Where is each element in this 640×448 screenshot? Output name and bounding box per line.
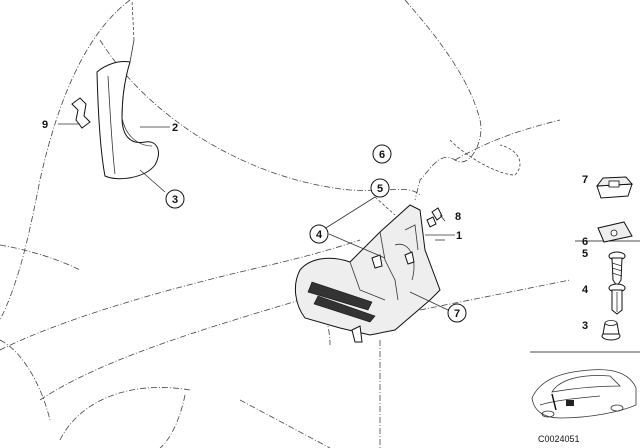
callout-circle-3: 3 xyxy=(165,189,185,209)
callout-5: 5 xyxy=(377,183,383,195)
callout-3: 3 xyxy=(172,194,178,206)
legend-label-6: 6 xyxy=(582,236,588,248)
callout-circle-6: 6 xyxy=(372,144,392,164)
callout-circle-4: 4 xyxy=(309,224,329,244)
push-clip-icon xyxy=(601,320,621,341)
main-trim-panel xyxy=(294,204,441,343)
document-code: C0024051 xyxy=(538,434,580,444)
callout-9: 9 xyxy=(42,119,48,131)
car-body-outline xyxy=(0,0,571,448)
callout-6: 6 xyxy=(379,149,385,161)
legend-label-5: 5 xyxy=(582,248,588,260)
clip-nut-icon xyxy=(595,176,634,199)
pillar-trim-part xyxy=(96,0,159,180)
car-thumbnail xyxy=(531,369,637,419)
callout-1: 1 xyxy=(456,230,462,242)
legend-label-3: 3 xyxy=(582,320,588,332)
clip-part-9 xyxy=(71,97,91,129)
expanding-rivet-icon xyxy=(608,283,626,315)
callout-8: 8 xyxy=(455,211,461,223)
legend-label-4: 4 xyxy=(582,284,589,296)
screw-icon xyxy=(608,251,626,287)
callout-circle-7: 7 xyxy=(447,303,467,323)
callout-7: 7 xyxy=(454,308,460,320)
fastener-legend: 7 6 5 4 3 xyxy=(530,174,640,353)
callout-2: 2 xyxy=(172,122,178,134)
callout-4: 4 xyxy=(316,229,323,241)
clip-part-8 xyxy=(426,207,443,228)
callout-circle-5: 5 xyxy=(370,178,390,198)
speed-nut-icon xyxy=(597,221,633,243)
legend-label-7: 7 xyxy=(582,174,588,186)
